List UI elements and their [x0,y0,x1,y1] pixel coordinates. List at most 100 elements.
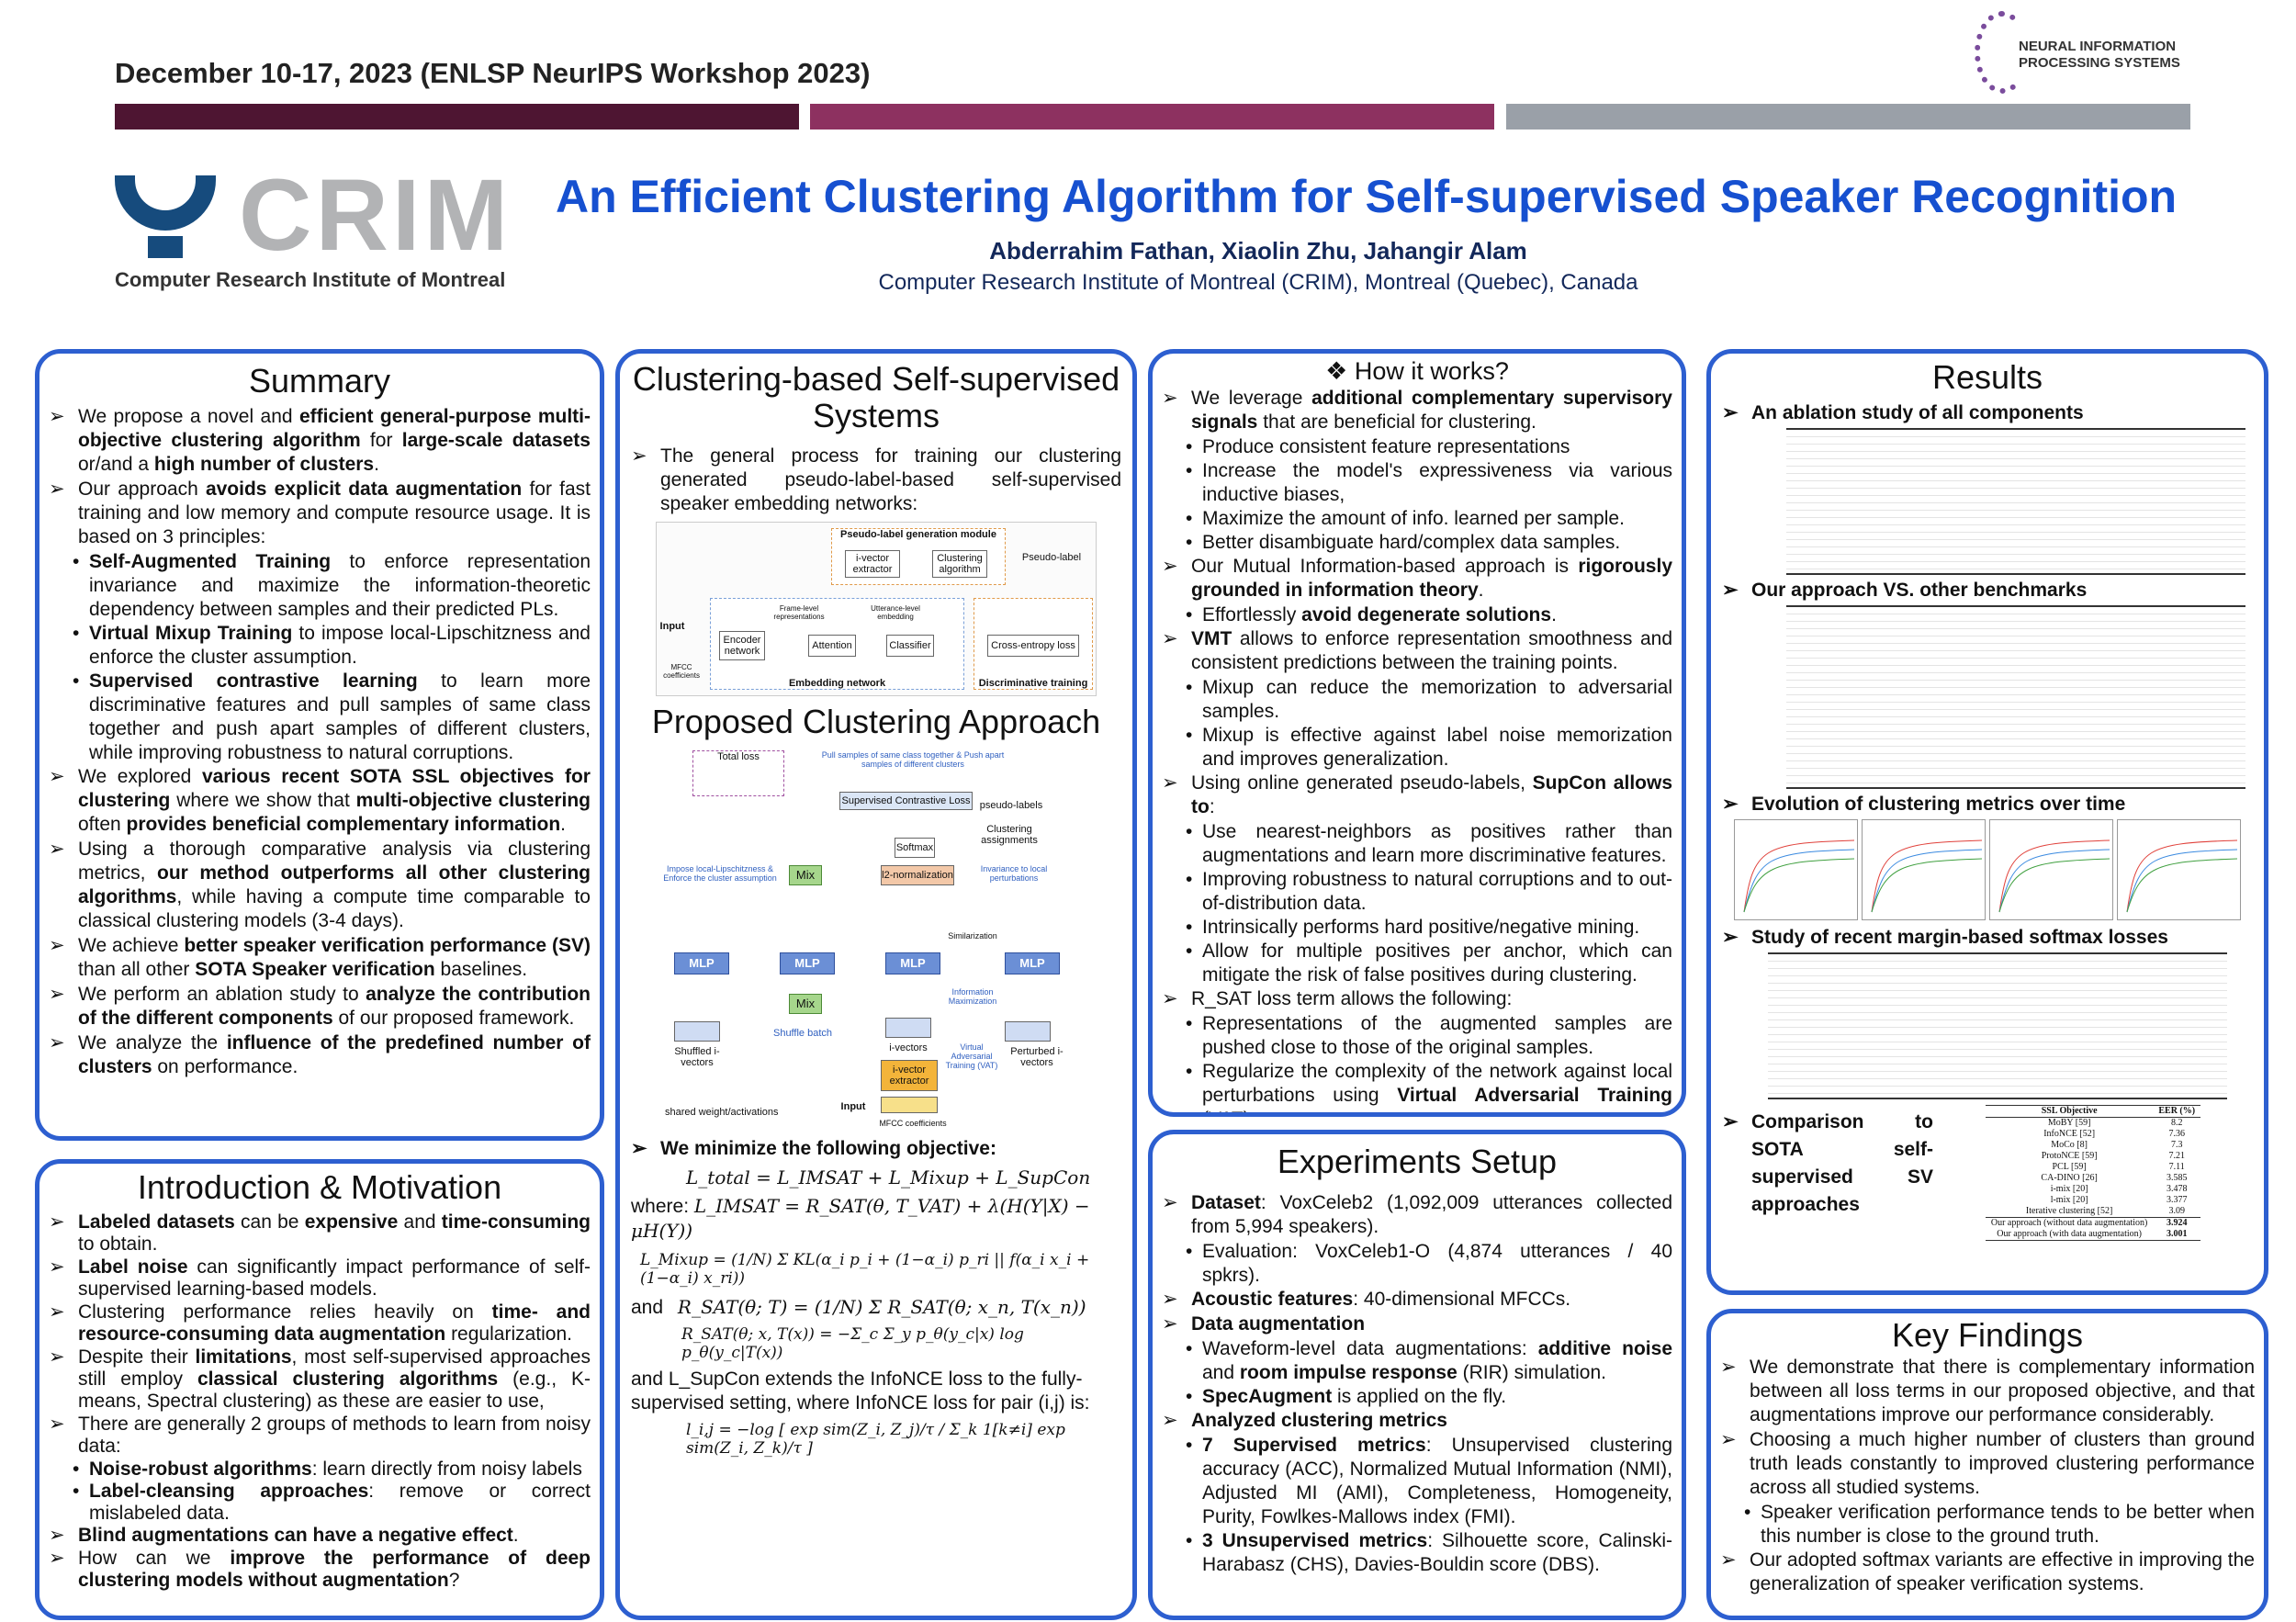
text-segment: SOTA Speaker verification [195,959,435,981]
bullet-item: VMT allows to enforce representation smo… [1162,627,1672,675]
text-segment: Virtual Mixup Training [89,623,293,645]
affiliation: Computer Research Institute of Montreal … [878,270,1638,295]
bullet-item: The general process for training our clu… [631,445,1121,516]
text-segment: high number of clusters [153,454,375,476]
text-segment: Allow for multiple positives per anchor,… [1202,941,1672,986]
text-segment: Mixup is effective against label noise m… [1202,725,1672,771]
bullet-item: Using a thorough comparative analysis vi… [49,838,591,933]
table-cell: MoCo [8] [2051,1140,2088,1151]
text-segment: Self-Augmented Training [89,551,332,573]
sub-bullet-item: Increase the model's expressiveness via … [1162,459,1672,507]
text-segment: We demonstrate that there is complementa… [1750,1357,2255,1426]
mlp-box-shuffled: MLP [674,952,729,974]
text-segment: Despite their [78,1346,196,1369]
sub-bullet-item: Effortlessly avoid degenerate solutions. [1162,603,1672,627]
perturbed-ivectors-label: Perturbed i-vectors [1010,1045,1064,1068]
text-segment: Data augmentation [1191,1313,1366,1335]
text-segment: Labeled datasets [78,1211,235,1233]
text-segment: Virtual Adversarial Training [1397,1085,1673,1107]
shuffled-ivectors-label: Shuffled i-vectors [674,1045,720,1068]
text-segment: How can we [78,1548,231,1570]
text-segment: (VAT). [1202,1109,1255,1112]
text-segment: baselines. [434,959,528,981]
text-segment: . [560,814,567,836]
sub-bullet-item: Mixup can reduce the memorization to adv… [1162,676,1672,724]
text-segment: Maximize the amount of info. learned per… [1202,508,1625,530]
text-segment: on performance. [152,1056,298,1078]
sub-bullet-item: Self-Augmented Training to enforce repre… [49,550,591,622]
metric-plot-4 [2117,819,2241,921]
bullet-item: Analyzed clustering metrics [1162,1409,1672,1433]
sub-bullet-item: Waveform-level data augmentations: addit… [1162,1337,1672,1385]
text-segment: improve the performance of deep clusteri… [78,1548,591,1592]
table-row: InfoNCE [52] 7.36 [1986,1129,2200,1140]
method-panel: Clustering-based Self-supervised Systems… [615,349,1137,1620]
text-segment: SupCon allows to [1191,772,1672,818]
text-segment: to learn more discriminative features an… [89,670,591,764]
text-segment: We perform an ablation study to [78,984,366,1006]
clustering-assignments-label: Clustering assignments [981,823,1038,846]
sub-bullet-item: Supervised contrastive learning to learn… [49,670,591,765]
input-label: Input [659,620,685,632]
metric-plot-3 [1989,819,2113,921]
text-segment: additive noise [1537,1338,1672,1360]
text-segment: Label noise [78,1256,188,1278]
metric-curves [2126,839,2238,913]
text-segment: better speaker verification performance … [184,935,591,957]
text-segment: Label-cleansing approaches [89,1481,369,1503]
crim-logo-text: CRIM [239,159,512,272]
text-segment: We propose a novel and [78,406,299,428]
experiments-panel: Experiments Setup Dataset: VoxCeleb2 (1,… [1148,1130,1686,1620]
text-segment: Acoustic features [1191,1289,1354,1311]
benchmarks-table [1786,605,2245,790]
text-segment: expensive [304,1211,399,1233]
text-segment: SpecAugment [1202,1386,1333,1408]
text-segment: Regularize the complexity of the network… [1202,1061,1672,1107]
mix-box-bottom: Mix [789,993,822,1014]
text-segment: . [512,1525,519,1547]
text-segment: of our proposed framework. [332,1008,575,1030]
text-segment: for fast training and low memory and com… [78,479,591,548]
metric-curves [1743,839,1855,913]
and-label: and [631,1296,664,1318]
text-segment: for [360,430,402,452]
text-segment: Clustering performance relies heavily on [78,1301,492,1324]
table-row: i-mix [20]3.478 [1986,1184,2200,1195]
info-max-label: Information Maximization [948,986,997,1006]
table-cell: 7.36 [2168,1129,2185,1140]
total-loss-box: Total loss [692,749,784,796]
table-cell: ProtoNCE [59] [2041,1151,2098,1162]
comparison-heading: Comparison to SOTA self-supervised SV ap… [1722,1109,1933,1219]
supcon-loss-box: Supervised Contrastive Loss [839,791,973,810]
conference-date: December 10-17, 2023 (ENLSP NeurIPS Work… [115,57,871,89]
text-segment: We leverage [1191,388,1312,410]
bullet-item: Our approach avoids explicit data augmen… [49,478,591,549]
table-cell: 7.21 [2168,1151,2185,1162]
shuffled-ivector-stack [674,1020,720,1042]
table-cell: 3.001 [2166,1229,2188,1240]
bullet-item: Labeled datasets can be expensive and ti… [49,1211,591,1256]
sub-bullet-list: Effortlessly avoid degenerate solutions. [1162,603,1672,627]
crim-logo-subtitle: Computer Research Institute of Montreal [115,268,506,291]
sub-bullet-item: Evaluation: VoxCeleb1-O (4,874 utterance… [1162,1240,1672,1288]
text-segment: 7 Supervised metrics [1202,1435,1426,1457]
text-segment: to obtain. [78,1233,158,1256]
text-segment: We analyze the [78,1032,227,1054]
objective-heading: We minimize the following objective: [631,1137,1121,1161]
clustering-pipeline-diagram: Pseudo-label generation module i-vector … [656,521,1097,696]
table-cell: Iterative clustering [52] [2025,1206,2113,1217]
text-segment: where we show that [170,790,356,812]
eq-rsat: R_SAT(θ; T) = (1/N) Σ R_SAT(θ; x_n, T(x_… [677,1295,1086,1318]
table-row: PCL [59]7.11 [1986,1162,2200,1173]
table-cell: 8.2 [2170,1118,2183,1129]
table-cell: PCL [59] [2052,1162,2087,1173]
text-segment: : VoxCeleb2 (1,092,009 utterances collec… [1191,1192,1672,1238]
text-segment: or/and a [78,454,154,476]
text-segment: Mixup can reduce the memorization to adv… [1202,677,1672,723]
intro-title: Introduction & Motivation [137,1168,502,1206]
text-segment: analyze the contribution of the differen… [78,984,591,1030]
text-segment: and [398,1211,442,1233]
table-cell: InfoNCE [52] [2043,1129,2096,1140]
bullet-item: Despite their limitations, most self-sup… [49,1346,591,1413]
